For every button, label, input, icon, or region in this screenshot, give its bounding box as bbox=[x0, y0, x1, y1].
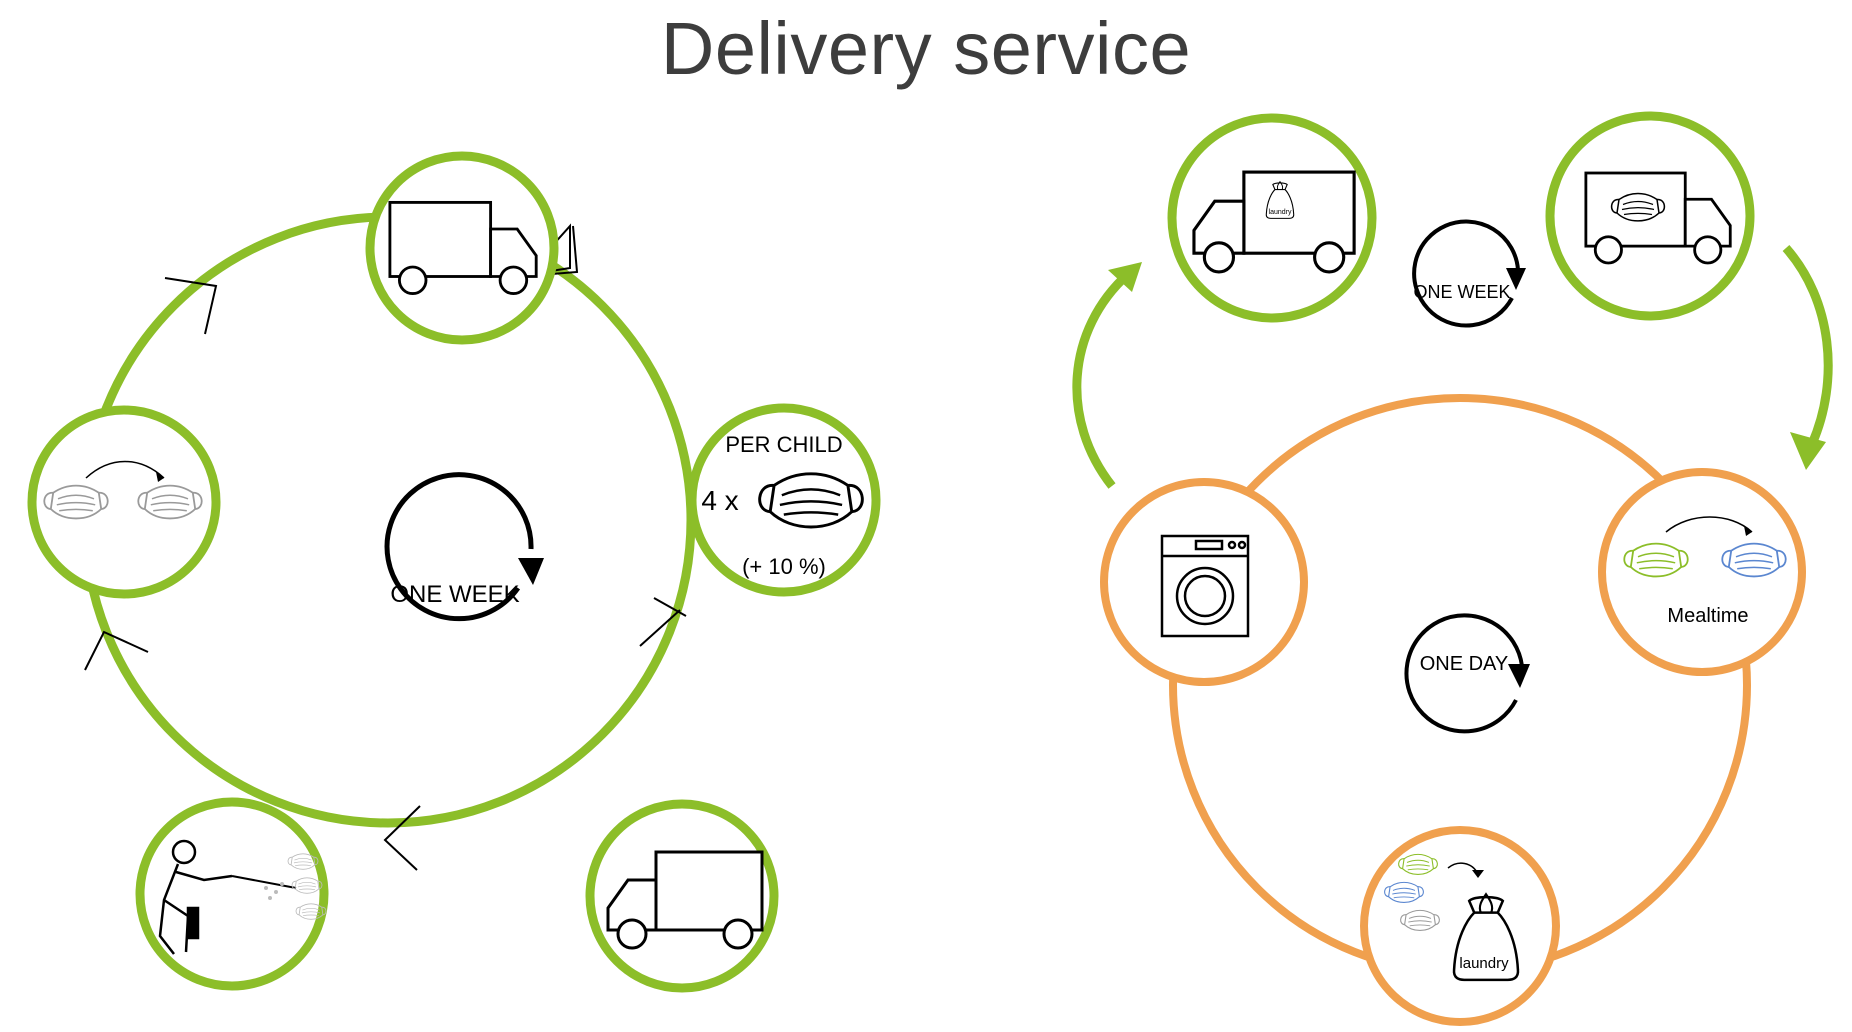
one-week-cycle-arrow bbox=[384, 472, 544, 622]
flow-chevron bbox=[84, 630, 149, 671]
cycle-node-truck-top bbox=[365, 151, 559, 345]
washing-machine-node bbox=[1100, 478, 1308, 686]
mask-extra-percent: (+ 10 %) bbox=[742, 554, 826, 579]
spray-particles bbox=[264, 882, 284, 900]
week-arrow-left bbox=[1072, 270, 1132, 489]
mask-multiplier: 4 x bbox=[701, 485, 738, 516]
one-week-cycle-arrow-small bbox=[1412, 219, 1526, 328]
laundry-cycle: laundry ONE WEEK ONE DAY bbox=[1072, 111, 1833, 1026]
cycle-node-truck-bottom bbox=[585, 799, 779, 993]
one-day-cycle-arrow bbox=[1404, 613, 1530, 734]
cycle-node-mask-swap bbox=[27, 405, 221, 599]
washing-machine-icon bbox=[1160, 534, 1250, 638]
mealtime-label: Mealtime bbox=[1667, 605, 1748, 627]
disinfection-worker-icon bbox=[158, 839, 297, 955]
laundry-bag-node: laundry bbox=[1360, 826, 1560, 1026]
mask-truck-node bbox=[1545, 111, 1755, 321]
flow-chevron bbox=[639, 597, 687, 647]
mealtime-node: Mealtime bbox=[1598, 468, 1806, 676]
cycle-node-disinfection bbox=[135, 797, 329, 991]
swap-arrow bbox=[85, 460, 165, 479]
page-title: Delivery service bbox=[660, 7, 1192, 90]
truck-bag-label: laundry bbox=[1269, 209, 1292, 216]
week-arrow-right bbox=[1782, 245, 1833, 446]
one-day-label: ONE DAY bbox=[1420, 653, 1509, 675]
laundry-bag-label: laundry bbox=[1459, 955, 1509, 972]
cycle-node-per-child: PER CHILD 4 x (+ 10 %) bbox=[687, 403, 881, 597]
flow-chevron bbox=[164, 277, 218, 335]
one-week-label-small: ONE WEEK bbox=[1413, 282, 1510, 302]
laundry-truck-node: laundry bbox=[1167, 113, 1377, 323]
one-week-label: ONE WEEK bbox=[390, 581, 519, 608]
flow-chevron bbox=[383, 805, 421, 871]
per-child-label: PER CHILD bbox=[725, 432, 842, 457]
weekly-cycle: ONE WEEK PER CHILD 4 x (+ 10 %) bbox=[27, 151, 881, 993]
